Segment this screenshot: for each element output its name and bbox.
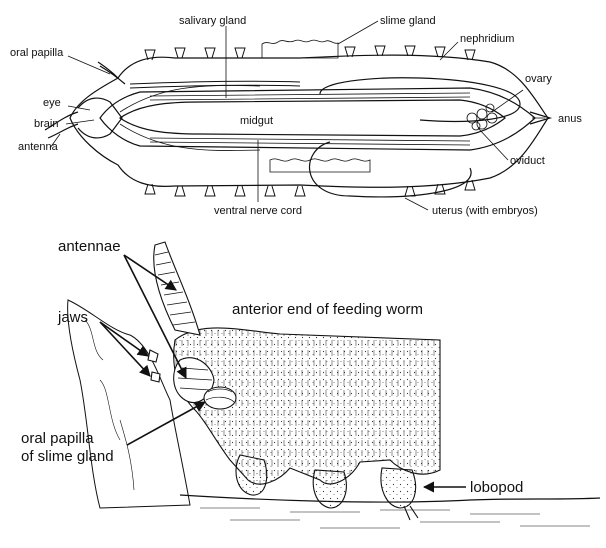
ovary-shape xyxy=(466,103,498,131)
uterus-loop xyxy=(308,77,521,198)
anus-tip xyxy=(529,111,553,125)
top-anatomy-diagram xyxy=(44,39,553,198)
top-labels: salivary gland slime gland oral papilla … xyxy=(10,15,582,217)
lobopods-bottom xyxy=(144,179,476,197)
oral-papilla-rings xyxy=(205,388,235,403)
label-ventral-nerve-cord: ventral nerve cord xyxy=(214,205,302,217)
slime-gland-lower xyxy=(269,158,371,173)
jaw-lower xyxy=(150,371,161,383)
label-ovary: ovary xyxy=(525,73,552,85)
worm-body-stipple xyxy=(173,327,441,485)
oral-papilla-bottom xyxy=(203,386,237,410)
label-uterus: uterus (with embryos) xyxy=(432,205,538,217)
label-jaws: jaws xyxy=(57,309,88,326)
label-antenna: antenna xyxy=(18,141,59,153)
jaw-upper xyxy=(147,349,159,363)
label-nephridium: nephridium xyxy=(460,33,514,45)
label-oral-papilla-line1: oral papilla xyxy=(21,430,94,447)
slime-gland-shape xyxy=(261,39,339,59)
antenna-bottom xyxy=(153,241,201,336)
oral-papilla-top xyxy=(97,61,126,85)
label-title: anterior end of feeding worm xyxy=(232,301,423,318)
bottom-arrows xyxy=(99,254,466,493)
rock-texture xyxy=(84,319,135,491)
label-lobopod: lobopod xyxy=(470,479,523,496)
label-eye: eye xyxy=(43,97,61,109)
rock-outline xyxy=(67,299,191,509)
head xyxy=(77,97,123,139)
label-slime-gland: slime gland xyxy=(380,15,436,27)
gut-folds-upper xyxy=(149,92,471,101)
bottom-feeding-worm-diagram xyxy=(67,241,601,529)
label-oviduct: oviduct xyxy=(510,155,545,167)
lobopod-3 xyxy=(380,467,417,509)
label-brain: brain xyxy=(34,118,58,130)
label-anus: anus xyxy=(558,113,582,125)
lobopod-claw xyxy=(403,505,419,521)
label-antennae: antennae xyxy=(58,238,121,255)
gut-folds-lower xyxy=(149,137,471,146)
ground-texture xyxy=(200,507,590,529)
lobopod-2 xyxy=(312,469,347,509)
midgut-tube xyxy=(118,99,506,137)
bottom-labels: antennae jaws anterior end of feeding wo… xyxy=(21,238,523,496)
ventral-nerve-cord-shape xyxy=(119,85,261,151)
label-midgut: midgut xyxy=(240,115,273,127)
ground-line xyxy=(179,494,601,503)
salivary-gland-shape xyxy=(129,80,301,89)
lobopod-1 xyxy=(235,454,268,496)
label-oral-papilla-line2: of slime gland xyxy=(21,448,114,465)
antenna-shape xyxy=(44,111,79,139)
top-leader-lines xyxy=(49,20,545,211)
label-oral-papilla: oral papilla xyxy=(10,47,64,59)
lobopods-top xyxy=(144,45,476,61)
label-salivary-gland: salivary gland xyxy=(179,15,246,27)
